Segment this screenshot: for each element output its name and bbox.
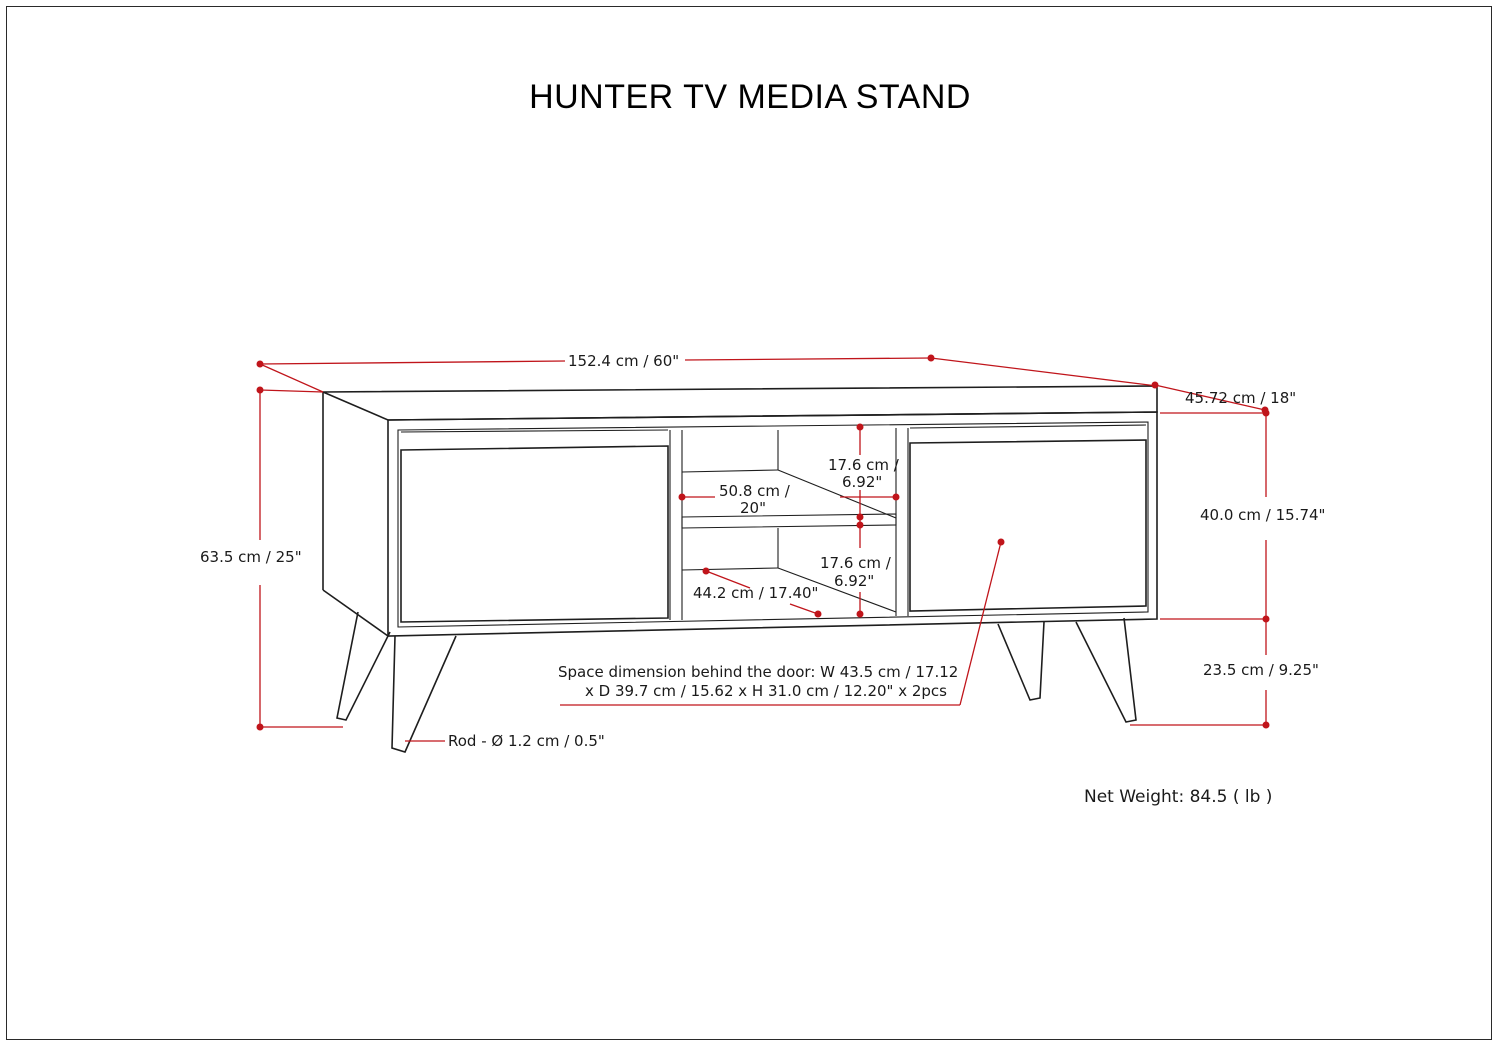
depth-label: 45.72 cm / 18" [1185, 389, 1297, 407]
width-label: 152.4 cm / 60" [568, 352, 680, 370]
shelf-depth-label: 44.2 cm / 17.40" [693, 584, 819, 602]
diagram-title: HUNTER TV MEDIA STAND [529, 78, 971, 116]
diagram-border [6, 6, 1492, 1040]
shelf-width-label-2: 20" [740, 499, 766, 517]
door-space-label-1: Space dimension behind the door: W 43.5 … [558, 663, 959, 681]
rod-label: Rod - Ø 1.2 cm / 0.5" [448, 732, 605, 750]
lower-shelf-height-label-2: 6.92" [834, 572, 875, 590]
shelf-width-label-1: 50.8 cm / [719, 482, 790, 500]
upper-shelf-height-label-2: 6.92" [842, 473, 883, 491]
door-space-label-2: x D 39.7 cm / 15.62 x H 31.0 cm / 12.20"… [585, 682, 947, 700]
total-height-label: 63.5 cm / 25" [200, 548, 302, 566]
open-shelves [681, 430, 897, 613]
hairpin-legs [336, 611, 1137, 753]
upper-shelf-height-label-1: 17.6 cm / [828, 456, 899, 474]
lower-shelf-height-label-1: 17.6 cm / [820, 554, 891, 572]
leg-height-label: 23.5 cm / 9.25" [1203, 661, 1319, 679]
body-height-label: 40.0 cm / 15.74" [1200, 506, 1326, 524]
dimension-endpoints [256, 354, 1270, 731]
cabinet-outline [322, 385, 1158, 637]
left-door [400, 429, 669, 623]
right-door [909, 424, 1147, 612]
net-weight-label: Net Weight: 84.5 ( lb ) [1084, 787, 1273, 807]
